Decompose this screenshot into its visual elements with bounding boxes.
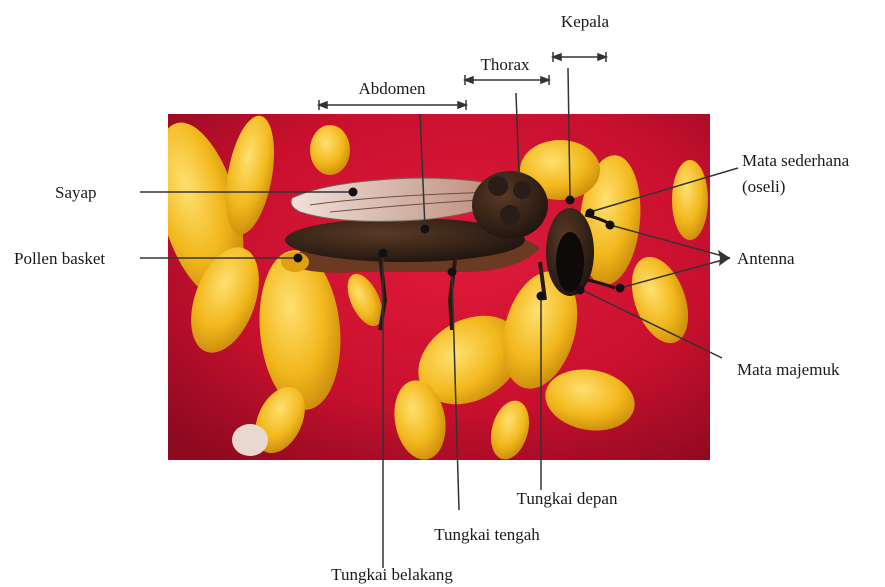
dot-pollen-basket: [294, 254, 303, 263]
abdomen-bracket: [319, 100, 466, 110]
label-kepala: Kepala: [561, 12, 610, 31]
label-thorax: Thorax: [480, 55, 530, 74]
dot-tungkai-depan: [537, 292, 546, 301]
dot-kepala: [566, 196, 575, 205]
dot-mata-majemuk: [576, 286, 585, 295]
label-mata-majemuk: Mata majemuk: [737, 360, 840, 379]
dot-abdomen: [421, 225, 430, 234]
label-tungkai-belakang: Tungkai belakang: [331, 565, 453, 584]
dot-antenna-1: [606, 221, 615, 230]
label-mata-sederhana-2: (oseli): [742, 177, 785, 196]
label-sayap: Sayap: [55, 183, 97, 202]
label-pollen-basket: Pollen basket: [14, 249, 105, 268]
dot-antenna-2: [616, 284, 625, 293]
label-mata-sederhana-1: Mata sederhana: [742, 151, 850, 170]
bee-photo: [140, 112, 710, 464]
antenna-arrowheads: [718, 250, 730, 266]
thorax-bracket: [465, 75, 549, 85]
label-tungkai-depan: Tungkai depan: [517, 489, 618, 508]
dot-mata-sederhana: [586, 209, 595, 218]
dot-sayap: [349, 188, 358, 197]
label-antenna: Antenna: [737, 249, 795, 268]
label-abdomen: Abdomen: [358, 79, 426, 98]
label-tungkai-tengah: Tungkai tengah: [434, 525, 540, 544]
dot-tungkai-belakang: [379, 249, 388, 258]
dot-tungkai-tengah: [448, 268, 457, 277]
kepala-bracket: [553, 52, 606, 62]
